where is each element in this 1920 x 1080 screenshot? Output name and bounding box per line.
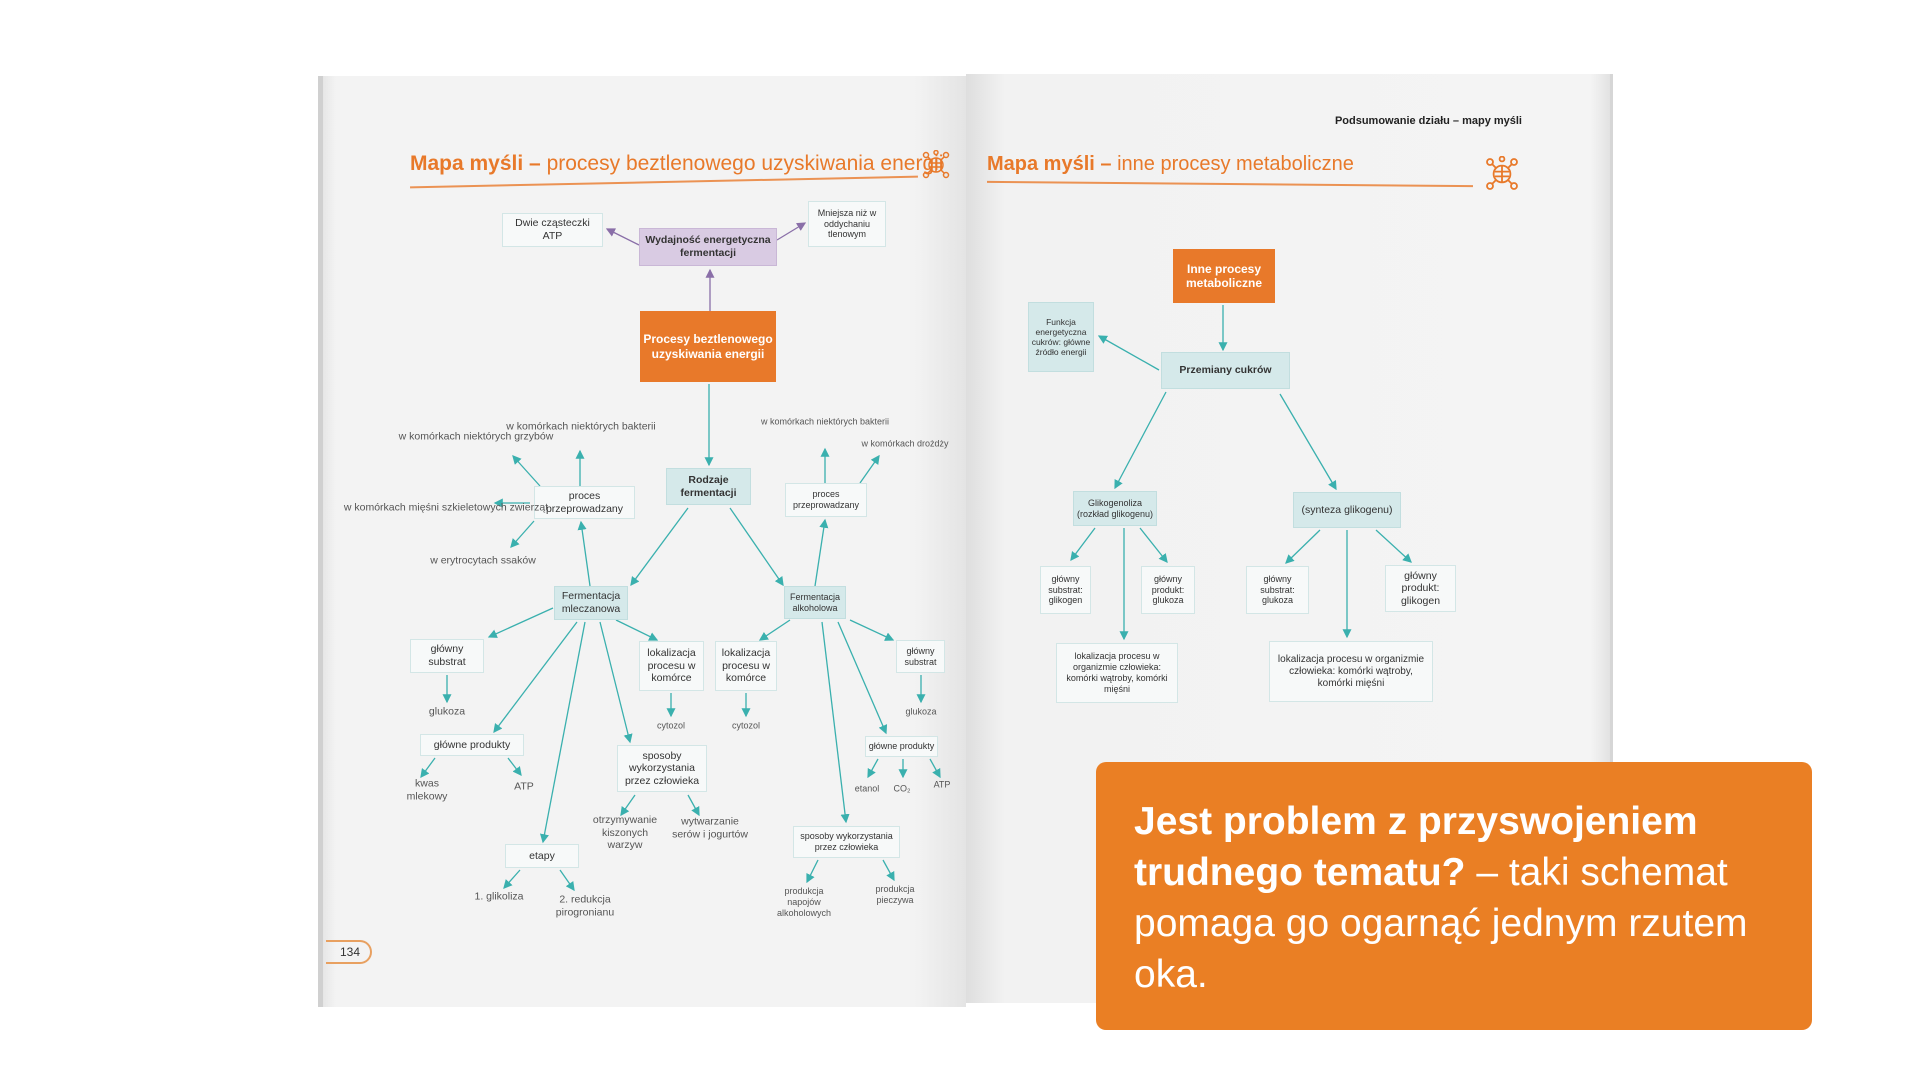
label-bakterii-r: w komórkach niektórych bakterii xyxy=(760,416,890,427)
node-glikogenoliza: Glikogenoliza (rozkład glikogenu) xyxy=(1073,491,1157,526)
label-sery: wytwarzanie serów i jogurtów xyxy=(672,815,748,840)
node-mniejsza: Mniejsza niż w oddychaniu tlenowym xyxy=(808,201,886,247)
node-substrat-glikogen: główny substrat: glikogen xyxy=(1040,566,1091,614)
node-substrat-l: główny substrat xyxy=(410,639,484,673)
node-lokalizacja-synteza: lokalizacja procesu w organizmie człowie… xyxy=(1269,641,1433,702)
label-atp-r: ATP xyxy=(933,779,951,790)
left-page-title: Mapa myśli – procesy beztlenowego uzyski… xyxy=(410,152,944,175)
label-napoje: produkcja napojów alkoholowych xyxy=(776,885,832,918)
label-drozdzy: w komórkach drożdży xyxy=(861,438,949,449)
node-sposoby-r: sposoby wykorzystania przez człowieka xyxy=(793,826,900,858)
node-sposoby-l: sposoby wykorzystania przez człowieka xyxy=(617,745,707,792)
label-etanol: etanol xyxy=(854,783,880,794)
callout-text: – taki schemat pomaga go ogarnąć jednym … xyxy=(1134,851,1748,996)
label-miesni: w komórkach mięśni szkieletowych zwierzą… xyxy=(343,501,549,514)
node-fermentacja-mleczanowa: Fermentacja mleczanowa xyxy=(554,586,628,620)
page-number: 134 xyxy=(326,940,372,964)
label-bakterii-l: w komórkach niektórych bakterii xyxy=(506,420,656,433)
label-cytozol-r: cytozol xyxy=(731,720,761,731)
callout-banner: Jest problem z przyswojeniem trudnego te… xyxy=(1096,762,1812,1030)
node-substrat-r: główny substrat xyxy=(896,640,945,673)
label-glukoza-r: glukoza xyxy=(905,706,937,717)
node-inne-procesy: Inne procesy metaboliczne xyxy=(1173,249,1275,303)
node-etapy: etapy xyxy=(505,844,579,868)
section-header: Podsumowanie działu – mapy myśli xyxy=(1334,115,1522,127)
node-funkcja: Funkcja energetyczna cukrów: główne źród… xyxy=(1028,302,1094,372)
label-kwas: kwas mlekowy xyxy=(406,777,448,802)
node-produkty-l: główne produkty xyxy=(420,734,524,756)
node-rodzaje: Rodzaje fermentacji xyxy=(666,468,751,505)
label-erytrocyty: w erytrocytach ssaków xyxy=(430,554,536,567)
label-pieczywo: produkcja pieczywa xyxy=(875,884,915,905)
node-lokalizacja-glikogenoliza: lokalizacja procesu w organizmie człowie… xyxy=(1056,643,1178,703)
label-grzybow: w komórkach niektórych grzybów xyxy=(398,430,554,443)
node-produkt-glikogen: główny produkt: glikogen xyxy=(1385,565,1456,612)
brain-network-icon xyxy=(1486,156,1518,190)
label-co2: CO₂ xyxy=(893,783,911,794)
node-substrat-glukoza: główny substrat: glukoza xyxy=(1246,566,1309,614)
label-glukoza-l: glukoza xyxy=(428,705,466,718)
callout-bold: Jest problem z przyswojeniem trudnego te… xyxy=(1134,800,1698,894)
node-wydajnosc: Wydajność energetyczna fermentacji xyxy=(639,228,777,266)
node-przemiany-cukrow: Przemiany cukrów xyxy=(1161,352,1290,389)
node-proces-l: proces przeprowadzany xyxy=(534,486,635,519)
brain-network-icon xyxy=(922,150,950,179)
node-procesy-central: Procesy beztlenowego uzyskiwania energii xyxy=(640,311,776,382)
node-lokalizacja-l: lokalizacja procesu w komórce xyxy=(639,641,704,691)
label-kiszonki: otrzymywanie kiszonych warzyw xyxy=(592,814,658,852)
node-produkt-glukoza: główny produkt: glukoza xyxy=(1141,566,1195,614)
node-proces-r: proces przeprowadzany xyxy=(785,483,867,517)
label-cytozol-l: cytozol xyxy=(656,720,686,731)
label-glikoliza: 1. glikoliza xyxy=(474,890,524,903)
node-dwie-atp: Dwie cząsteczki ATP xyxy=(502,213,603,247)
label-redukcja: 2. redukcja pirogronianu xyxy=(555,893,615,918)
right-page-title: Mapa myśli – inne procesy metaboliczne xyxy=(987,153,1354,175)
node-produkty-r: główne produkty xyxy=(865,736,938,757)
node-lokalizacja-r: lokalizacja procesu w komórce xyxy=(715,641,777,691)
label-atp-l: ATP xyxy=(514,780,534,793)
node-fermentacja-alkoholowa: Fermentacja alkoholowa xyxy=(784,586,846,619)
node-synteza: (synteza glikogenu) xyxy=(1293,492,1401,528)
